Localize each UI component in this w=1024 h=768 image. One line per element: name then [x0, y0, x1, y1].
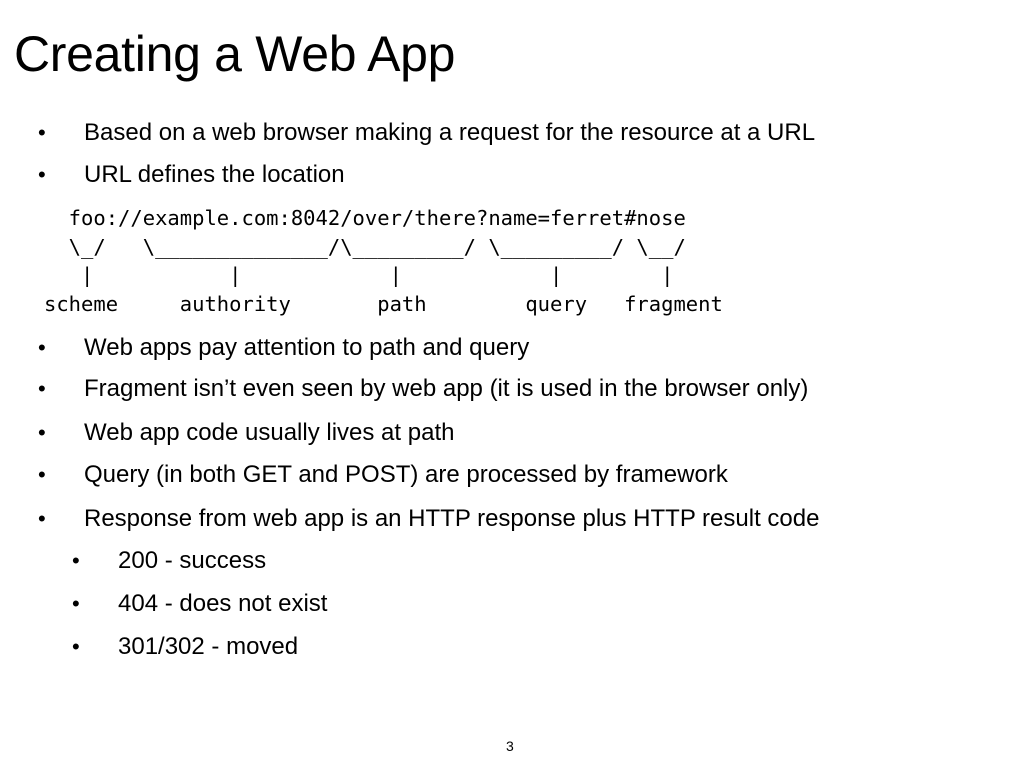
- bullet-text: Web app code usually lives at path: [84, 419, 455, 446]
- bullet-dot-icon: •: [38, 376, 46, 401]
- bullet-dot-icon: •: [72, 548, 80, 573]
- slide-title: Creating a Web App: [14, 26, 456, 82]
- url-diagram-line: | | | | |: [44, 263, 674, 287]
- bullet-text: URL defines the location: [84, 161, 345, 188]
- bullet-text: Based on a web browser making a request …: [84, 119, 816, 146]
- bullet-text: Response from web app is an HTTP respons…: [84, 505, 820, 532]
- bullet-dot-icon: •: [38, 506, 46, 531]
- bullet-dot-icon: •: [72, 591, 80, 616]
- sub-bullet-text: 404 - does not exist: [118, 590, 328, 617]
- bullet-dot-icon: •: [38, 420, 46, 445]
- bullet-dot-icon: •: [38, 120, 46, 145]
- sub-bullet-text: 200 - success: [118, 547, 267, 574]
- bullet-dot-icon: •: [38, 162, 46, 187]
- sub-bullet-text: 301/302 - moved: [118, 633, 299, 660]
- bullet-dot-icon: •: [38, 462, 46, 487]
- url-diagram-line: foo://example.com:8042/over/there?name=f…: [44, 206, 686, 230]
- url-diagram-line: scheme authority path query fragment: [44, 291, 723, 316]
- page-number: 3: [506, 738, 514, 754]
- bullet-text: Query (in both GET and POST) are process…: [84, 461, 728, 488]
- bullet-text: Fragment isn’t even seen by web app (it …: [84, 375, 809, 402]
- url-anatomy-diagram: foo://example.com:8042/over/there?name=f…: [44, 204, 723, 318]
- bullet-text: Web apps pay attention to path and query: [84, 334, 530, 361]
- url-diagram-line: \_/ \______________/\_________/ \_______…: [44, 234, 686, 259]
- bullet-dot-icon: •: [38, 335, 46, 360]
- bullet-dot-icon: •: [72, 634, 80, 659]
